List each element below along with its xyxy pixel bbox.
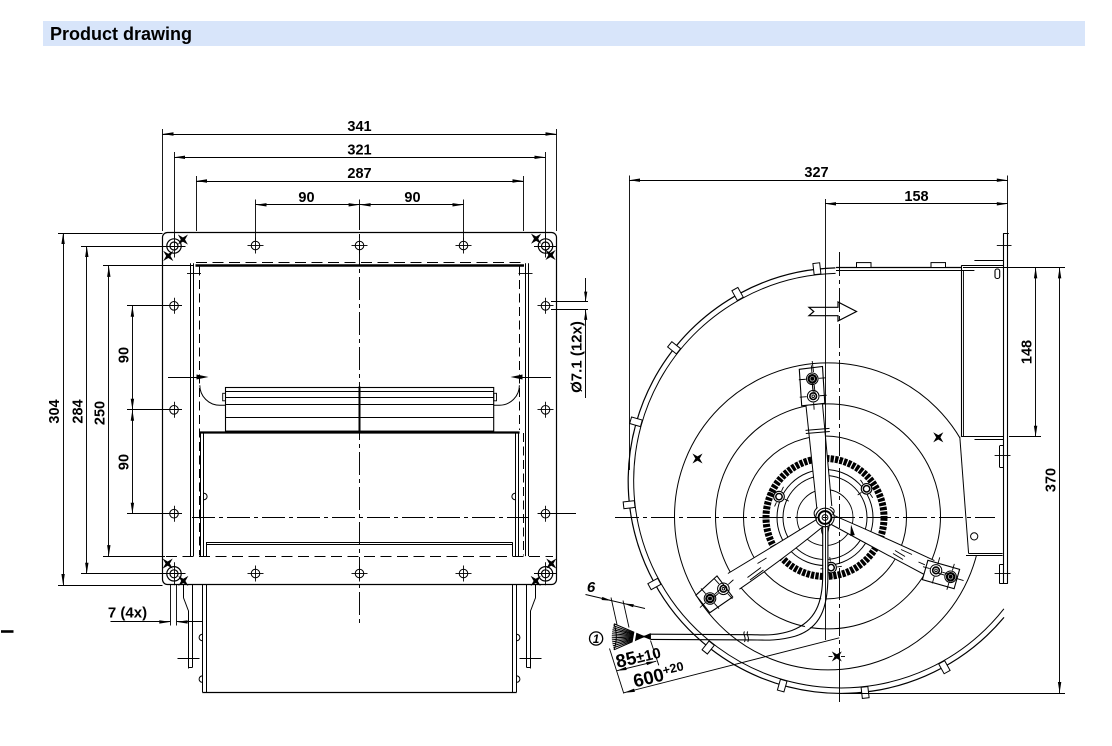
svg-text:304: 304 (47, 399, 63, 423)
svg-text:158: 158 (904, 189, 928, 205)
svg-text:284: 284 (71, 399, 87, 423)
svg-text:1: 1 (593, 634, 599, 646)
svg-text:90: 90 (116, 454, 132, 470)
svg-text:287: 287 (347, 166, 371, 182)
svg-text:370: 370 (1044, 468, 1060, 492)
svg-text:90: 90 (298, 190, 314, 206)
svg-text:90: 90 (404, 190, 420, 206)
svg-text:327: 327 (804, 165, 828, 181)
svg-text:148: 148 (1020, 340, 1036, 364)
svg-text:6: 6 (587, 579, 596, 596)
svg-text:321: 321 (347, 142, 371, 158)
svg-text:7 (4x): 7 (4x) (108, 605, 147, 622)
svg-text:341: 341 (347, 119, 371, 135)
svg-text:Ø7.1 (12x): Ø7.1 (12x) (569, 321, 586, 393)
svg-text:250: 250 (93, 401, 109, 425)
svg-text:Product drawing: Product drawing (50, 24, 192, 44)
svg-text:90: 90 (116, 347, 132, 363)
